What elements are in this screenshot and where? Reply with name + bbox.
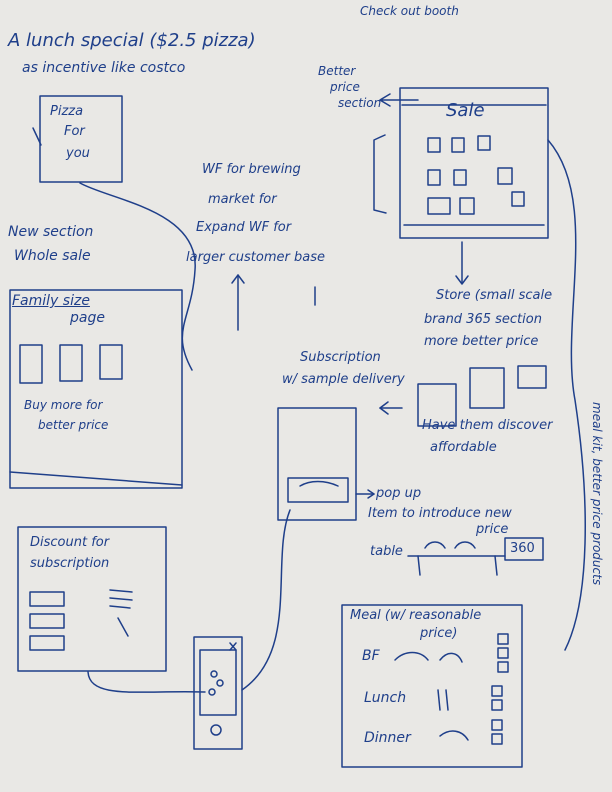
meal-row-dinner: Dinner [364, 730, 411, 746]
meal-row-lunch: Lunch [364, 690, 407, 706]
wholesale-note1: Buy more for [24, 398, 103, 412]
discount-page-outline [17, 526, 167, 672]
meal-title1: Meal (w/ reasonable [350, 608, 482, 623]
pizza-to-page-line [79, 182, 196, 371]
store-line3: more better price [424, 334, 539, 349]
popup-line2: Item to introduce new [368, 506, 512, 521]
phone-outline [193, 636, 243, 750]
sale-page-outline [399, 87, 549, 239]
pizza-line1: Pizza [50, 104, 84, 119]
pizza-line2: For [64, 124, 85, 139]
discount-to-phone-line [87, 671, 206, 693]
discount-line2: subscription [30, 556, 110, 571]
discount-line1: Discount for [30, 535, 110, 550]
pizza-box-outline [39, 95, 123, 183]
phone-to-sub-line [241, 509, 291, 691]
popup-line3: price [476, 522, 509, 537]
wf-line1: WF for brewing [202, 162, 301, 177]
sale-title: Sale [446, 100, 485, 121]
meal-row-bf: BF [362, 648, 380, 664]
wholesale-heading1: New section [8, 224, 94, 240]
wholesale-page-outline [9, 289, 183, 489]
wholesale-note2: better price [38, 418, 109, 432]
store-line1: Store (small scale [436, 288, 553, 303]
wholesale-page-title2: page [70, 310, 105, 326]
subscription-line1: Subscription [300, 350, 381, 365]
price-tag: 360 [510, 541, 535, 556]
subscription-phone-outline [277, 407, 357, 521]
side-vertical-note: meal kit, better price products [590, 402, 604, 586]
meal-title2: price) [420, 626, 458, 641]
sale-side-curve [547, 139, 586, 651]
checkout-booth-note: Check out booth [360, 4, 459, 18]
sale-side-note1: Better [318, 64, 356, 78]
page-subtitle: as incentive like costco [22, 60, 186, 76]
sale-side-note2: price [330, 80, 360, 94]
store-line2: brand 365 section [424, 312, 542, 327]
wf-line3: Expand WF for [196, 220, 292, 235]
page-title: A lunch special ($2.5 pizza) [8, 30, 256, 51]
pizza-line3: you [66, 146, 90, 161]
store-footer1: Have them discover [422, 418, 553, 433]
wholesale-heading2: Whole sale [14, 248, 91, 264]
wholesale-page-title1: Family size [12, 293, 90, 309]
store-footer2: affordable [430, 440, 497, 455]
wf-line4: larger customer base [186, 250, 325, 265]
meal-page-outline [341, 604, 523, 768]
wf-line2: market for [208, 192, 277, 207]
price-tag-outline [504, 537, 544, 561]
subscription-line2: w/ sample delivery [282, 372, 405, 387]
popup-table-label: table [370, 544, 403, 559]
popup-line1: pop up [376, 486, 422, 501]
sale-side-note3: section [338, 96, 382, 110]
